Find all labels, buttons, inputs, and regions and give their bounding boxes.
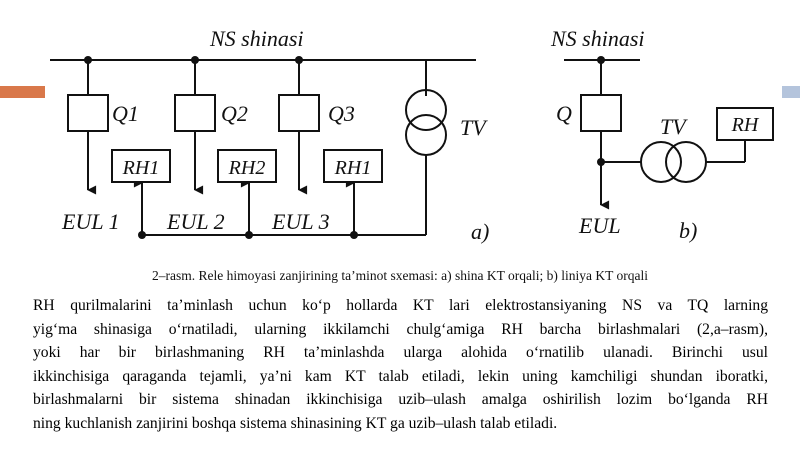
line-label-eul: EUL [578,213,621,238]
relay-label-rh-b: RH [731,114,760,136]
relay-rh-b [716,107,774,141]
breaker-q2 [174,94,216,132]
relay-rh1-a [111,149,171,183]
transformer-label-b: TV [660,114,688,139]
line-label-eul2: EUL 2 [166,209,225,234]
breaker-label-q2: Q2 [221,101,248,126]
relay-rh2-a [217,149,277,183]
transformer-tv-a-upper [405,89,447,131]
breaker-label-q: Q [556,101,572,126]
figure-caption: 2–rasm. Rele himoyasi zanjirining ta’min… [152,268,648,283]
relay-protection-diagram: NS shinasi Q1 Q2 Q3 TV RH1 RH2 RH1 EUL 1… [50,26,774,244]
paragraph-line: birlashmalarni bir sistema shinadan ikki… [33,391,768,408]
bus-label-b: NS shinasi [550,26,645,51]
relay-label-rh1-b: RH1 [334,157,372,179]
breaker-label-q3: Q3 [328,101,355,126]
line-label-eul1: EUL 1 [61,209,120,234]
figure-tag-b: b) [679,218,697,243]
transformer-tv-b-right [665,141,707,183]
paragraph-line: yig‘ma shinasiga o‘rnatiladi, ularning i… [33,320,768,338]
bus-label-a: NS shinasi [209,26,304,51]
breaker-q [580,94,622,132]
right-accent-bar [782,86,800,98]
figure-tag-a: a) [471,219,489,244]
line-label-eul3: EUL 3 [271,209,330,234]
paragraph-line: yoki har bir birlashmaning RH ta’minlash… [33,344,768,361]
relay-label-rh2-a: RH2 [228,157,266,179]
paragraph-line: RH qurilmalarini ta’minlash uchun ko‘p h… [33,297,768,314]
breaker-q1 [67,94,109,132]
transformer-tv-b-left [640,141,682,183]
breaker-q3 [278,94,320,132]
relay-label-rh1-a: RH1 [122,157,160,179]
relay-rh1-b [323,149,383,183]
breaker-label-q1: Q1 [112,101,139,126]
paragraph-line: ning kuchlanish zanjirini boshqa sistema… [33,414,558,432]
left-accent-bar [0,86,45,98]
transformer-tv-a-lower [405,114,447,156]
paragraph-line: ikkinchisiga qaraganda tejamli, ya’ni ka… [33,367,768,385]
body-paragraph: RH qurilmalarini ta’minlash uchun ko‘p h… [33,294,768,435]
transformer-label-a: TV [460,115,488,140]
